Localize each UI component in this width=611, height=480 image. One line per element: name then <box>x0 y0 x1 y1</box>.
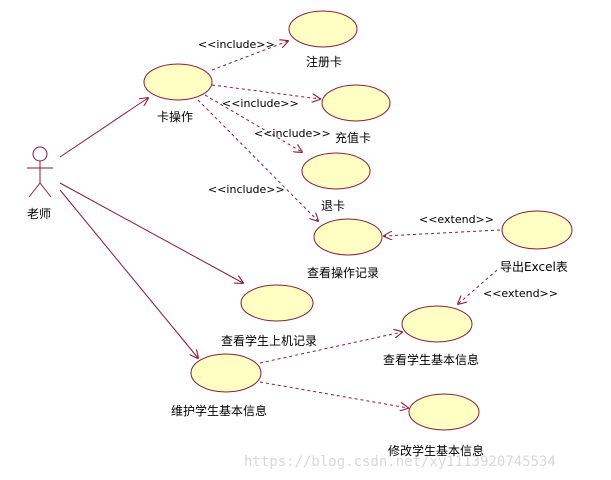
usecase-view-op-records-shape <box>313 218 383 256</box>
maintain-to-modify-line <box>259 381 408 408</box>
actor-head <box>32 146 48 162</box>
usecase-view-online-records[interactable]: 查看学生上机记录 <box>221 284 317 348</box>
usecase-card-operation[interactable]: 卡操作 <box>143 63 213 124</box>
usecase-view-student-info-shape <box>401 305 473 343</box>
assoc-card-op <box>59 98 148 158</box>
extend-export-label: <<extend>> <box>419 213 494 226</box>
usecase-recharge-card[interactable]: 充值卡 <box>321 84 391 145</box>
usecase-export-excel[interactable]: 导出Excel表 <box>500 210 573 274</box>
usecase-modify-student-info-label: 修改学生基本信息 <box>388 443 484 458</box>
usecase-register-card[interactable]: 注册卡 <box>288 10 358 69</box>
usecase-view-op-records[interactable]: 查看操作记录 <box>307 218 383 280</box>
usecase-card-operation-shape <box>143 63 213 101</box>
usecase-maintain-student-info[interactable]: 维护学生基本信息 <box>171 353 267 418</box>
extend-student-info-line <box>458 269 498 304</box>
usecase-recharge-card-label: 充值卡 <box>335 130 371 145</box>
usecase-modify-student-info-shape <box>408 393 480 431</box>
usecase-view-student-info-label: 查看学生基本信息 <box>383 352 479 367</box>
usecase-export-excel-shape <box>501 210 573 250</box>
usecase-view-student-info[interactable]: 查看学生基本信息 <box>383 305 479 367</box>
include-view-records-line <box>197 99 318 221</box>
include-register-line <box>211 41 288 71</box>
usecase-register-card-shape <box>288 10 358 48</box>
usecase-card-operation-label: 卡操作 <box>157 109 193 124</box>
extend-student-info-label: <<extend>> <box>483 287 558 300</box>
include-recharge-line <box>211 84 320 99</box>
usecase-view-online-records-shape <box>240 284 314 322</box>
usecase-view-op-records-label: 查看操作记录 <box>307 265 379 280</box>
actor-teacher[interactable]: 老师 <box>27 146 53 221</box>
usecase-refund-card-shape <box>301 152 371 190</box>
extend-export-line <box>384 229 501 236</box>
usecase-refund-card-label: 退卡 <box>321 199 345 213</box>
usecase-maintain-student-info-shape <box>190 353 262 393</box>
actor-left-leg <box>28 182 41 198</box>
usecase-view-online-records-label: 查看学生上机记录 <box>221 333 317 348</box>
include-register-label: <<include>> <box>198 38 275 51</box>
maintain-to-view-line <box>259 332 402 364</box>
usecase-maintain-student-info-label: 维护学生基本信息 <box>171 403 267 418</box>
actor-right-leg <box>39 182 52 198</box>
usecase-refund-card[interactable]: 退卡 <box>301 152 371 213</box>
usecase-modify-student-info[interactable]: 修改学生基本信息 <box>388 393 484 458</box>
usecase-register-card-label: 注册卡 <box>306 54 342 69</box>
include-recharge-label: <<include>> <box>222 97 299 110</box>
include-refund-line <box>204 94 302 152</box>
include-refund-label: <<include>> <box>254 127 331 140</box>
usecase-recharge-card-shape <box>321 84 391 122</box>
assoc-online-records <box>59 182 243 283</box>
include-view-records-label: <<include>> <box>208 183 285 196</box>
watermark-text: https://blog.csdn.net/xy1113920745534 <box>244 454 556 470</box>
usecase-export-excel-label: 导出Excel表 <box>500 260 568 274</box>
actor-label: 老师 <box>27 207 51 221</box>
assoc-maintain-info <box>59 189 198 358</box>
